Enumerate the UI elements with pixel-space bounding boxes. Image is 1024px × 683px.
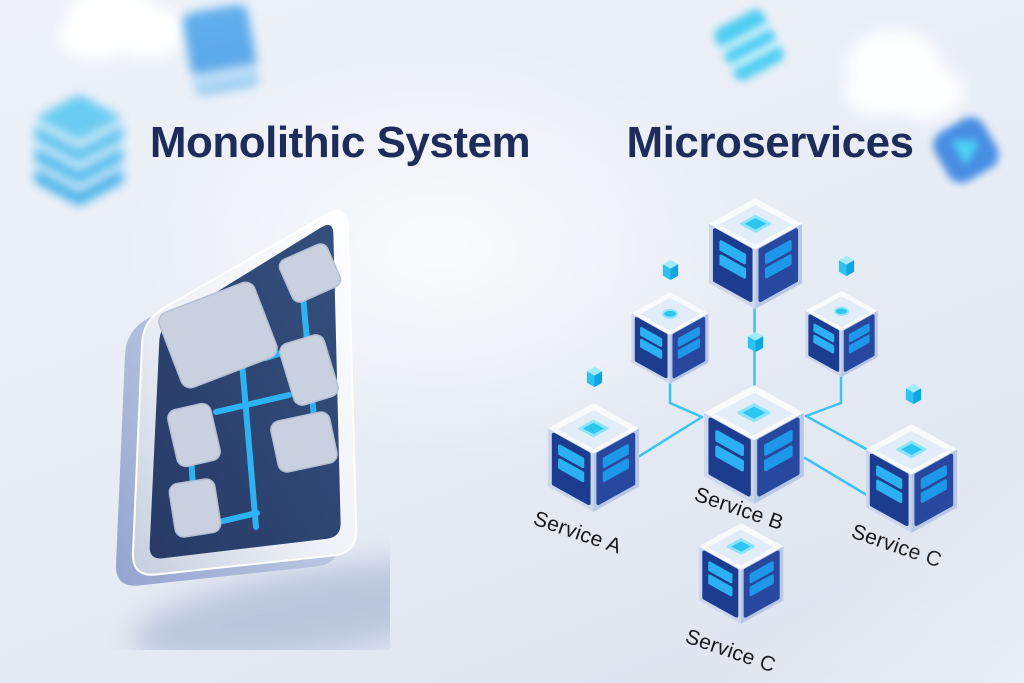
monolith-block	[158, 281, 278, 389]
data-gem-icon	[905, 383, 922, 405]
monolith-block	[270, 411, 338, 473]
monolith-block	[167, 402, 221, 468]
monolith-tile-icon	[115, 210, 390, 650]
monolith-block	[279, 334, 339, 406]
microservice-cube-top	[706, 197, 805, 310]
data-gem-icon	[838, 255, 855, 277]
monolith-blocks	[158, 243, 342, 538]
monolith-block	[278, 243, 342, 303]
service-b-cube	[701, 384, 807, 505]
monolith-block	[168, 478, 222, 538]
monolithic-title: Monolithic System	[149, 118, 531, 167]
microservices-title: Microservices	[626, 118, 914, 167]
monolith-shadow	[132, 561, 390, 650]
microservice-cube-upper-left	[629, 291, 711, 385]
microservice-cube-upper-right	[803, 290, 880, 378]
service-a-cube	[545, 402, 642, 513]
service-c-bottom-cube	[696, 522, 786, 625]
data-gem-icon	[747, 331, 764, 353]
data-gem-icon	[662, 259, 679, 281]
service-c-right-cube	[863, 423, 960, 534]
data-gem-icon	[586, 366, 603, 388]
